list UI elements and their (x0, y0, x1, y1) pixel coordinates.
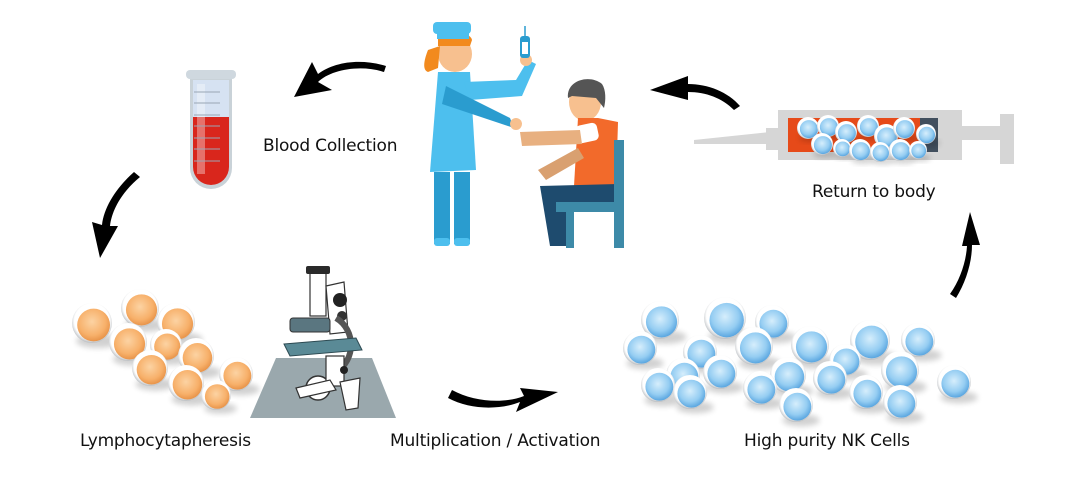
orange-cell (168, 365, 212, 406)
syringe-nk-cell (835, 121, 862, 146)
step-label-nk-cells: High purity NK Cells (744, 431, 910, 451)
syringe-nk-cell (811, 133, 838, 158)
nk-cell (703, 355, 744, 394)
nk-cell (641, 368, 682, 407)
nk-cell (641, 301, 687, 344)
nk-cell (623, 331, 664, 370)
nk-cell (883, 385, 924, 424)
arrow-to-lymphocytapheresis (92, 172, 140, 258)
nk-cell (937, 365, 978, 404)
nk-cell (791, 326, 837, 369)
arrow-to-nk-cells (448, 388, 558, 412)
syringe-nk-cell (893, 117, 920, 142)
step-label-multiplication-activation: Multiplication / Activation (390, 431, 601, 451)
nk-cell (849, 375, 890, 414)
syringe-nk-cell (833, 139, 855, 160)
arrow-to-blood-collection (294, 61, 386, 97)
nk-cell (813, 361, 854, 400)
microscope-icon (250, 266, 396, 418)
orange-cell (201, 380, 237, 414)
syringe-nk-cell (889, 139, 916, 164)
test-tube-icon (186, 70, 236, 189)
syringe-nk-cell (909, 141, 931, 162)
syringe-icon (694, 110, 1014, 165)
arrow-to-patient (650, 76, 740, 110)
orange-cell (121, 289, 167, 332)
arrow-to-return (950, 212, 980, 298)
nk-cell (673, 375, 714, 414)
step-label-return-to-body: Return to body (812, 182, 936, 202)
step-label-blood-collection: Blood Collection (263, 136, 398, 156)
syringe-nk-cell (870, 142, 894, 165)
nk-cell (779, 388, 820, 427)
nk-cell (743, 371, 784, 410)
syringe-nk-cell (849, 139, 876, 164)
syringe-nk-cell (916, 124, 940, 147)
cells-blue-icon (623, 297, 978, 427)
nurse-patient-icon (424, 22, 624, 248)
orange-cell (72, 303, 120, 348)
orange-cell (132, 350, 176, 391)
step-label-lymphocytapheresis: Lymphocytapheresis (80, 431, 251, 451)
cells-orange-icon (72, 289, 260, 414)
nk-cell (735, 327, 781, 370)
orange-cell (219, 357, 260, 396)
